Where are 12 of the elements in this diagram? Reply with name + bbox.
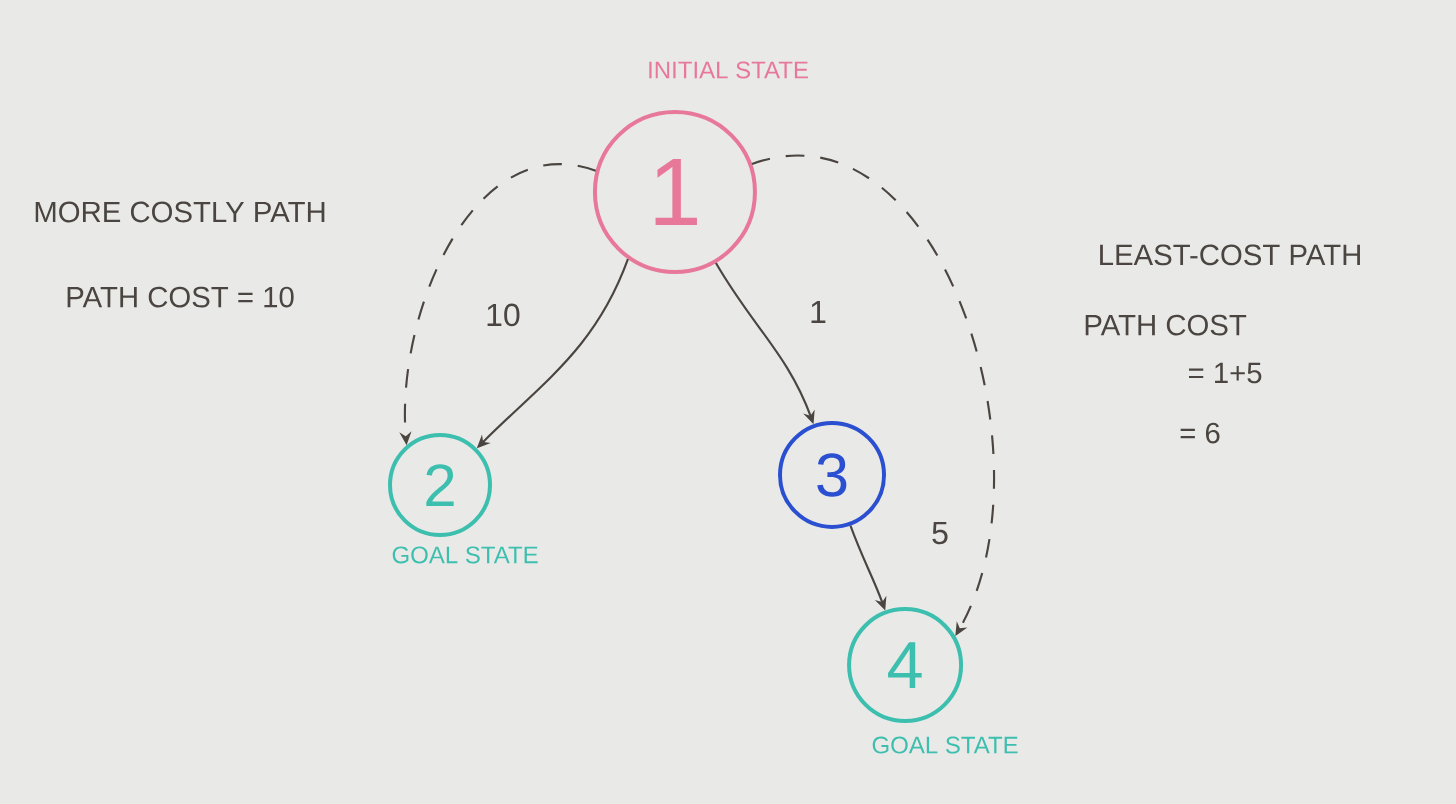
edge-label: 10	[482, 300, 524, 329]
note-text: PATH COST	[1085, 314, 1247, 336]
note-text: LEAST-COST PATH	[1100, 244, 1360, 266]
note-text: MORE COSTLY PATH	[35, 201, 325, 223]
note-text: = 1+5	[1189, 362, 1262, 384]
edge-label: 1	[806, 298, 830, 326]
note-text: PATH COST = 10	[67, 286, 294, 308]
note-text: = 6	[1180, 422, 1220, 444]
state-label: GOAL STATE	[392, 546, 538, 564]
state-label: GOAL STATE	[872, 736, 1018, 754]
edge-label: 5	[928, 519, 952, 547]
state-label: INITIAL STATE	[649, 61, 808, 79]
